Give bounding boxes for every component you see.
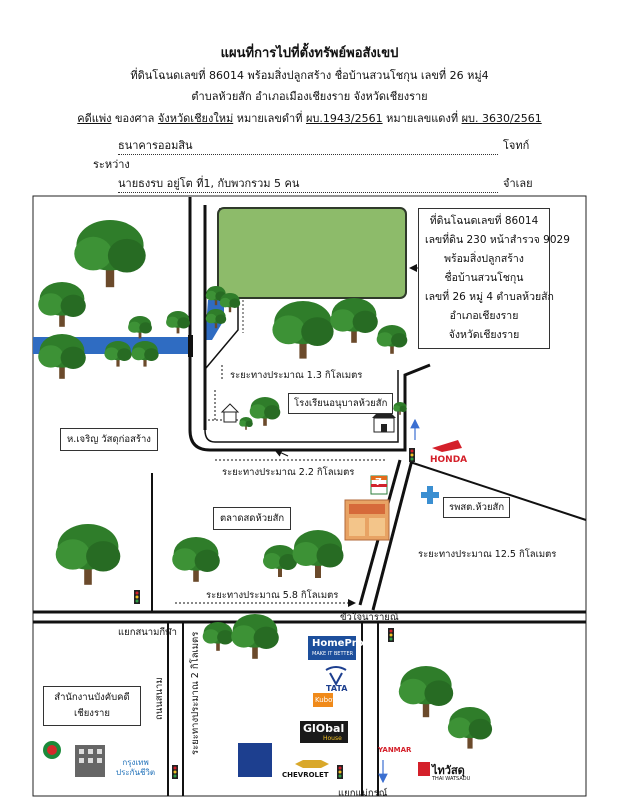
property-land bbox=[217, 207, 407, 299]
distance-1-3-label: ระยะทางประมาณ 1.3 กิโลเมตร bbox=[230, 370, 363, 381]
thaiwatsadu-logo bbox=[418, 762, 430, 776]
traffic-light-3 bbox=[388, 628, 394, 642]
property-line-5: เลขที่ 26 หมู่ 4 ตำบลห้วยสัก bbox=[425, 291, 554, 303]
seven-eleven-label: 7 bbox=[375, 477, 382, 488]
chevrolet-logo bbox=[295, 760, 329, 768]
thaiwatsadu-label: ไทวัสดุ bbox=[432, 764, 465, 777]
road-honda bbox=[409, 461, 587, 521]
tata-logo bbox=[325, 666, 347, 687]
market-icon bbox=[344, 499, 390, 541]
yanmar-label: YANMAR bbox=[378, 746, 412, 754]
homepro-logo bbox=[308, 636, 356, 660]
bank-logo bbox=[238, 743, 272, 777]
road-sanam-label: ถนนสนาม bbox=[154, 677, 165, 720]
hospital-label: รพสต.ห้วยสัก bbox=[443, 497, 511, 518]
office-line-1: สำนักงานบังคับคดี bbox=[54, 692, 130, 703]
header-line-2: ตำบลห้วยสัก อำเภอเมืองเชียงราย จังหวัดเช… bbox=[191, 90, 428, 103]
defendant-role: จำเลย bbox=[503, 177, 533, 190]
property-line-2: เลขที่ดิน 230 หน้าสำรวจ 9029 bbox=[425, 234, 570, 246]
case-type: คดีแพ่ง bbox=[77, 112, 112, 125]
case-text-3: หมายเลขแดงที่ bbox=[386, 112, 459, 125]
black-case-number: ผบ.1943/2561 bbox=[305, 112, 383, 125]
shop-house bbox=[220, 403, 240, 423]
red-case-number: ผบ. 3630/2561 bbox=[461, 112, 542, 125]
junction-khua-label: ขัวใจนาราย​ณ์ bbox=[340, 612, 399, 623]
distance-5-8-label: ระยะทางประมาณ 5.8 กิโลเมตร bbox=[206, 590, 339, 601]
traffic-light-5 bbox=[337, 765, 343, 779]
honda-label: HONDA bbox=[430, 455, 468, 465]
homepro-label: HomePro bbox=[312, 638, 364, 649]
enforcement-office-label: สำนักงานบังคับคดี เชียงราย bbox=[43, 686, 141, 726]
property-line-7: จังหวัดเชียงราย bbox=[448, 329, 520, 341]
hospital-icon bbox=[421, 486, 439, 504]
traffic-light-2 bbox=[134, 590, 140, 604]
defendant-name: นายธงรบ อยู่โต ที่1, กับพวกรวม 5 คน bbox=[118, 174, 498, 193]
homepro-sub-label: MAKE IT BETTER bbox=[312, 651, 354, 657]
court-name: จังหวัดเชียงใหม่ bbox=[157, 112, 234, 125]
between-label: ระหว่าง bbox=[93, 158, 130, 171]
plaintiff-role: โจทก์ bbox=[503, 139, 530, 152]
global-house-logo bbox=[300, 721, 348, 743]
property-line-1: ที่ดินโฉนดเลขที่ 86014 bbox=[429, 215, 539, 227]
case-line: คดีแพ่ง ของศาล จังหวัดเชียงใหม่ หมายเลขด… bbox=[0, 109, 619, 127]
distance-12-5-label: ระยะทางประมาณ 12.5 กิโลเมตร bbox=[418, 549, 557, 560]
junction-stadium-label: แยกสนามกีฬา bbox=[118, 627, 177, 638]
krungthep-label: กรุงเทพ ประกันชีวิต bbox=[116, 758, 155, 778]
header-line-1: ที่ดินโฉนดเลขที่ 86014 พร้อมสิ่งปลูกสร้า… bbox=[130, 69, 489, 82]
seven-eleven-icon bbox=[370, 475, 388, 495]
property-line-4: ชื่อบ้านสวนโชกุน bbox=[444, 272, 524, 284]
property-line-3: พร้อมสิ่งปลูกสร้าง bbox=[444, 253, 524, 265]
property-line-6: อำเภอเชียงราย bbox=[449, 310, 519, 322]
global-sub-label: House bbox=[323, 735, 342, 742]
shop-label: ห.เจริญ วัสดุก่อสร้าง bbox=[60, 428, 158, 451]
tata-label: TATA bbox=[326, 684, 348, 693]
plaintiff-name: ธนาคารออมสิน bbox=[118, 136, 498, 155]
junction-maekorn-label: แยกแม่กรณ์ bbox=[338, 788, 388, 799]
map-frame bbox=[32, 195, 587, 797]
distance-2-label: ระยะทางประมาณ 2 กิโลเมตร bbox=[190, 631, 201, 755]
case-text-1: ของศาล bbox=[115, 112, 155, 125]
property-info-box: ที่ดินโฉนดเลขที่ 86014 เลขที่ดิน 230 หน้… bbox=[418, 208, 570, 349]
kubota-label: Kubota bbox=[315, 696, 340, 704]
honda-logo bbox=[432, 440, 462, 452]
krungthep-line-1: กรุงเทพ bbox=[122, 758, 149, 767]
chevrolet-label: CHEVROLET bbox=[282, 771, 329, 779]
krungthep-line-2: ประกันชีวิต bbox=[116, 768, 156, 777]
map-title: แผนที่การไปที่ตั้งทรัพย์พอสังเขป bbox=[220, 46, 399, 61]
thaiwatsadu-sub-label: THAI WATSADU bbox=[432, 776, 471, 782]
case-text-2: หมายเลขดำที่ bbox=[236, 112, 303, 125]
traffic-light-4 bbox=[172, 765, 178, 779]
kubota-logo bbox=[313, 693, 333, 707]
global-label: GlObal bbox=[303, 722, 345, 735]
school-label: โรงเรียนอนุบาลห้วยสัก bbox=[288, 393, 394, 414]
road-middle bbox=[188, 363, 431, 452]
traffic-light-1 bbox=[409, 448, 415, 462]
market-label: ตลาดสดห้วยสัก bbox=[213, 507, 292, 530]
distance-2-2-label: ระยะทางประมาณ 2.2 กิโลเมตร bbox=[222, 467, 355, 478]
office-line-2: เชียงราย bbox=[74, 708, 110, 719]
